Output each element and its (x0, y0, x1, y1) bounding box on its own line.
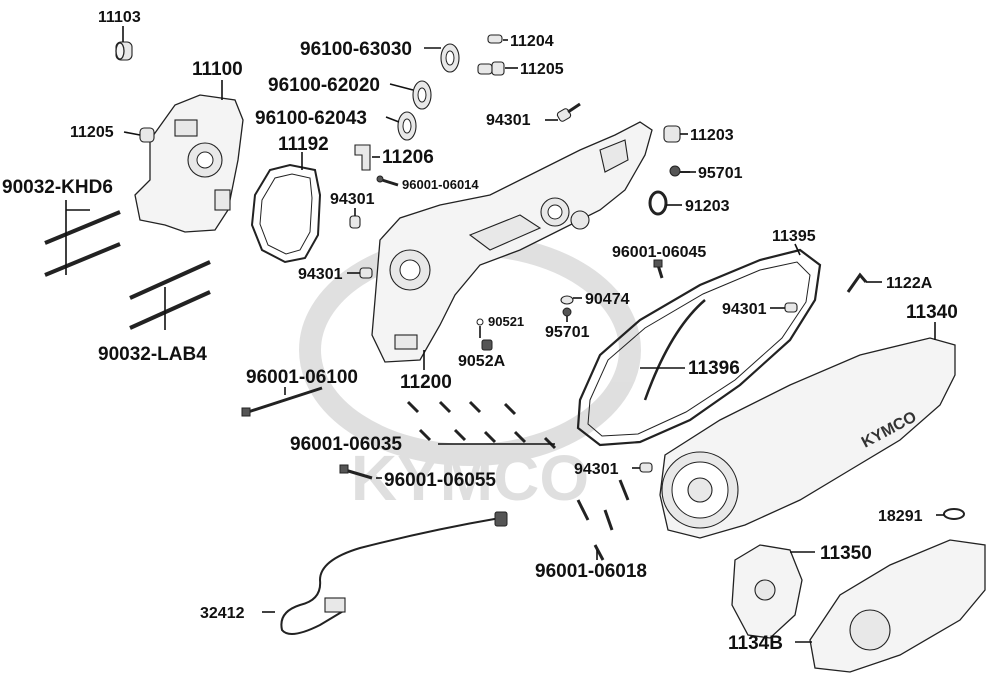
part-guide-11350[interactable] (731, 544, 803, 639)
part-bolt-96001-06014[interactable] (376, 175, 399, 187)
part-ring-11396[interactable] (643, 299, 706, 401)
part-washer-90521[interactable] (476, 318, 484, 326)
part-bracket-11206[interactable] (354, 144, 371, 171)
label-11205-top[interactable]: 11205 (520, 61, 564, 78)
part-dowel-94301-b[interactable] (349, 215, 361, 229)
label-11395[interactable]: 11395 (772, 228, 816, 245)
part-studs-90032-khd6[interactable] (44, 210, 121, 277)
part-oil-seal-91203[interactable] (648, 190, 668, 216)
label-11350[interactable]: 11350 (820, 543, 872, 564)
part-bearing-96100-62020[interactable] (412, 80, 432, 110)
part-cover-11340[interactable]: KYMCO (659, 337, 956, 539)
part-dowel-94301-c[interactable] (359, 267, 373, 279)
label-90521[interactable]: 90521 (488, 314, 524, 329)
label-96001-06100[interactable]: 96001-06100 (246, 367, 358, 388)
label-96100-62043[interactable]: 96100-62043 (255, 108, 367, 129)
label-96001-06035[interactable]: 96001-06035 (290, 434, 402, 455)
part-studs-90032-lab4[interactable] (129, 260, 211, 330)
label-96001-06014[interactable]: 96001-06014 (402, 177, 479, 192)
label-96001-06018[interactable]: 96001-06018 (535, 561, 647, 582)
part-bolt-95701-b[interactable] (562, 307, 572, 317)
label-94301-a[interactable]: 94301 (486, 112, 531, 129)
part-bolt-9052a[interactable] (481, 339, 493, 351)
part-crankcase-right-11200[interactable] (371, 121, 653, 363)
part-outer-cover-1134b[interactable] (809, 539, 986, 673)
label-11204[interactable]: 11204 (510, 33, 554, 50)
label-1134b[interactable]: 1134B (728, 633, 783, 654)
label-94301-e[interactable]: 94301 (574, 461, 619, 478)
label-11100[interactable]: 11100 (192, 59, 243, 80)
label-96001-06055[interactable]: 96001-06055 (384, 470, 496, 491)
part-bush-11203[interactable] (663, 125, 681, 143)
part-bolt-96001-06055[interactable] (339, 464, 373, 480)
label-11103[interactable]: 11103 (98, 9, 141, 26)
part-washer-90474[interactable] (560, 295, 574, 305)
part-bolts-96001-06018[interactable] (576, 479, 630, 561)
part-bearing-96100-62043[interactable] (397, 111, 417, 141)
label-18291[interactable]: 18291 (878, 508, 923, 525)
watermark-text: KYMCO (351, 442, 589, 514)
part-bolt-95701-a[interactable] (669, 165, 690, 177)
label-11205-left[interactable]: 11205 (70, 124, 114, 141)
label-96001-06045[interactable]: 96001-06045 (612, 244, 706, 261)
label-11203[interactable]: 11203 (690, 127, 734, 144)
part-dowel-94301-d[interactable] (784, 302, 798, 313)
label-95701-b[interactable]: 95701 (545, 324, 590, 341)
label-90032-khd6[interactable]: 90032-KHD6 (2, 177, 113, 198)
part-gasket-11192[interactable] (250, 163, 322, 264)
part-bolts-96001-06035[interactable] (406, 400, 557, 450)
part-clip-18291[interactable] (943, 508, 965, 520)
label-91203[interactable]: 91203 (685, 198, 730, 215)
label-94301-d[interactable]: 94301 (722, 301, 767, 318)
part-gasket-11395[interactable] (576, 248, 822, 447)
label-11396[interactable]: 11396 (688, 358, 740, 379)
label-11206[interactable]: 11206 (382, 147, 434, 168)
part-bearing-96100-63030[interactable] (440, 43, 460, 73)
label-96100-63030[interactable]: 96100-63030 (300, 39, 412, 60)
leader-lines (65, 26, 944, 643)
part-bolt-96001-06100[interactable] (241, 386, 323, 417)
part-dowel-94301-a[interactable] (556, 102, 581, 122)
part-pin-11204[interactable] (487, 34, 503, 44)
label-90474[interactable]: 90474 (585, 291, 630, 308)
part-bush-11103[interactable] (115, 41, 133, 61)
part-crankcase-left-11100[interactable] (134, 94, 244, 233)
part-dowel-11205-left[interactable] (139, 127, 155, 143)
label-94301-c[interactable]: 94301 (298, 266, 343, 283)
part-hook-1122a[interactable] (846, 272, 868, 293)
label-95701-a[interactable]: 95701 (698, 165, 743, 182)
part-labels: 11103 11100 11205 90032-KHD6 90032-LAB4 … (2, 9, 958, 654)
label-1122a[interactable]: 1122A (886, 275, 933, 292)
part-wire-32412[interactable] (280, 511, 508, 635)
label-94301-b[interactable]: 94301 (330, 191, 375, 208)
label-9052a[interactable]: 9052A (458, 353, 506, 370)
part-dowel-11205-top[interactable] (477, 61, 505, 76)
label-11340[interactable]: 11340 (906, 302, 958, 323)
part-bolt-96001-06045[interactable] (653, 259, 664, 279)
label-11200[interactable]: 11200 (400, 372, 452, 393)
label-32412[interactable]: 32412 (200, 605, 245, 622)
label-90032-lab4[interactable]: 90032-LAB4 (98, 344, 207, 365)
label-11192[interactable]: 11192 (278, 134, 329, 155)
label-96100-62020[interactable]: 96100-62020 (268, 75, 380, 96)
part-dowel-94301-e[interactable] (639, 462, 653, 473)
